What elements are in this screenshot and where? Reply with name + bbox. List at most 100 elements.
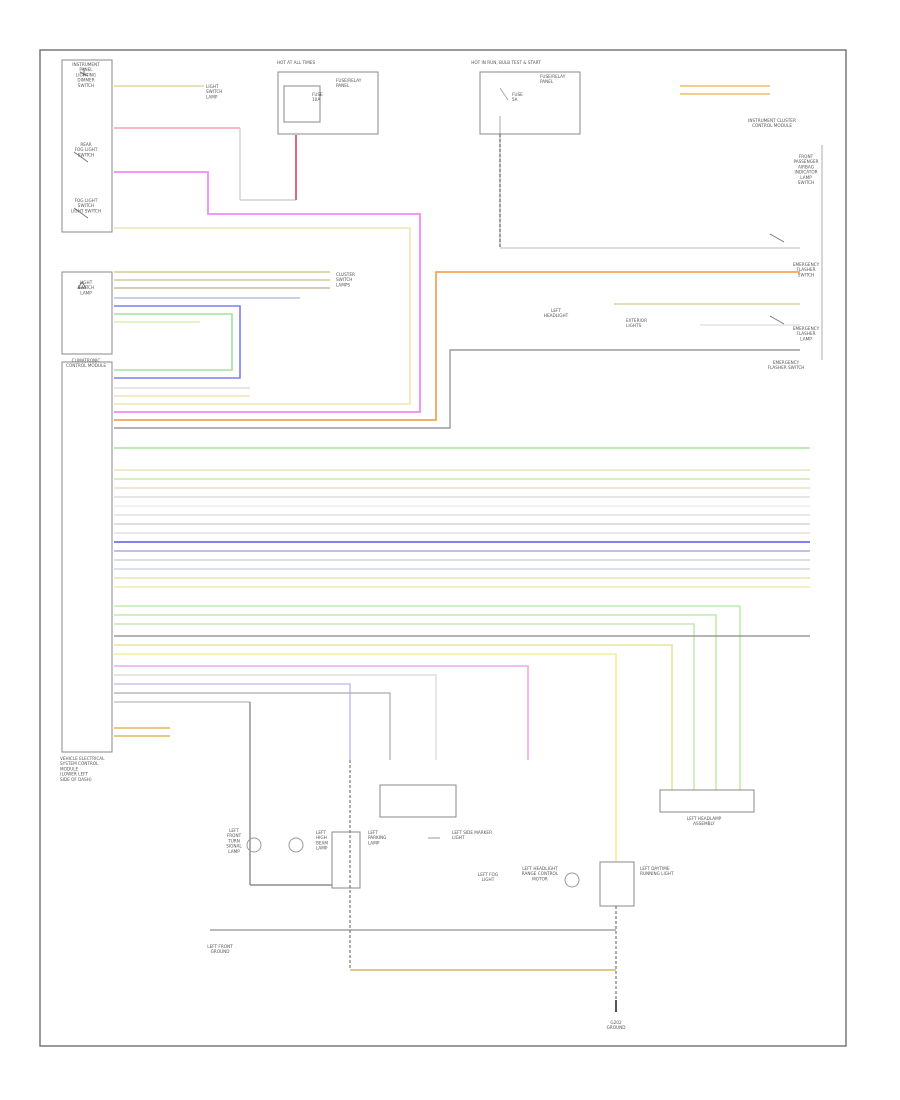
rear-fog-switch-icon [73, 151, 89, 163]
label-line: LEFT HEADLIGHT [522, 866, 558, 871]
switch-box-dimmer [61, 59, 113, 233]
switch-box-light [61, 271, 113, 355]
label-line: PASSENGER [793, 159, 818, 164]
climatronic-module-box [61, 361, 113, 753]
label-line: EMERGENCY [793, 262, 820, 267]
left-headlamp-switch-box [659, 789, 755, 813]
label-line: HIGH [316, 835, 327, 840]
fuse-block-1-box [277, 71, 379, 135]
label-line: SYSTEM CONTROL [60, 761, 99, 766]
label-line: BEAM [316, 840, 328, 845]
label-line: PANEL [540, 79, 554, 84]
label-line: SWITCH [78, 203, 94, 208]
label-line: LIGHTS [626, 323, 642, 328]
light-switch-icon [77, 281, 87, 289]
label-line: FOG LIGHT [75, 198, 98, 203]
label-line: 5A [512, 97, 518, 102]
label-line: HOT AT ALL TIMES [277, 60, 316, 65]
label-line: SWITCH [78, 285, 94, 290]
label-line: LAMP [80, 290, 92, 295]
label-line: EMERGENCY [793, 326, 820, 331]
label-line: G202 [610, 1020, 622, 1025]
label-line: GROUND [607, 1025, 626, 1030]
label-line: LEFT [551, 308, 561, 313]
label-line: RANGE CONTROL [522, 871, 559, 876]
label-line: FLASHER [796, 267, 815, 272]
label-line: RUNNING LIGHT [640, 871, 674, 876]
left-turn-lamp-icon [288, 837, 304, 853]
label-line: MODULE [60, 766, 79, 771]
bus-wires [114, 447, 810, 588]
label-hot-in-run: HOT IN RUN, BULB TEST & START [471, 60, 541, 65]
label-line: LIGHTING [76, 72, 96, 77]
label-line: LIGHT [80, 280, 93, 285]
label-line: EXTERIOR [626, 318, 647, 323]
range-motor-box [379, 784, 457, 818]
label-line: SWITCH [78, 152, 94, 157]
label-line: EMERGENCY [773, 360, 800, 365]
fuse-block-2-box [479, 71, 581, 135]
label-line: FRONT [227, 833, 242, 838]
label-line: CONTROL MODULE [66, 363, 106, 368]
label-line: LEFT HEADLAMP [687, 816, 722, 821]
label-line: FUSE [512, 92, 523, 97]
label-line: HEADLIGHT [544, 313, 569, 318]
label-line: LEFT [368, 830, 378, 835]
left-daytime-box [599, 861, 635, 907]
label-hot-at-all-times-1: HOT AT ALL TIMES [277, 60, 316, 65]
label-line: LIGHT [482, 877, 495, 882]
label-line: FUSE [312, 92, 323, 97]
label-line: PARKING [368, 835, 386, 840]
diagram-frame [39, 49, 847, 1047]
upper-wires [114, 85, 800, 429]
fog-switch-icon [73, 207, 89, 219]
bottom-components [210, 760, 755, 1012]
label-line: INSTRUMENT [72, 62, 100, 67]
label-line: PANEL [336, 83, 350, 88]
left-side-marker-icon [246, 837, 262, 853]
right-components [769, 145, 823, 360]
label-line: SWITCH [336, 277, 352, 282]
label-line: LEFT DAYTIME [640, 866, 670, 871]
label-line: LIGHT [206, 84, 219, 89]
label-line: LAMP [316, 846, 328, 851]
label-line: AIRBAG [798, 164, 814, 169]
label-line: CONTROL MODULE [752, 123, 792, 128]
label-line: FRONT [799, 154, 814, 159]
label-line: LEFT SIDE MARKER [452, 830, 492, 835]
label-line: CLUSTER [336, 272, 355, 277]
label-line: FUSE/RELAY [540, 74, 566, 79]
label-line: LAMPS [336, 282, 350, 287]
left-fog-lamp-icon [564, 872, 580, 888]
dimmer-switch-icon [79, 68, 89, 77]
label-line: LEFT [229, 828, 239, 833]
label-line: LIGHT SWITCH [71, 208, 101, 213]
label-line: FLASHER SWITCH [768, 365, 805, 370]
label-line: LAMP [206, 94, 218, 99]
label-line: LIGHT [452, 835, 465, 840]
fuse-inner-1 [283, 85, 321, 123]
label-line: 10A [312, 97, 320, 102]
label-line: VEHICLE ELECTRICAL [60, 756, 105, 761]
left-switch-column [61, 59, 113, 753]
label-line: SWITCH [206, 89, 222, 94]
label-line: LEFT [316, 830, 326, 835]
label-line: CLIMATRONIC [72, 358, 101, 363]
label-line: FOG LIGHT [75, 147, 98, 152]
